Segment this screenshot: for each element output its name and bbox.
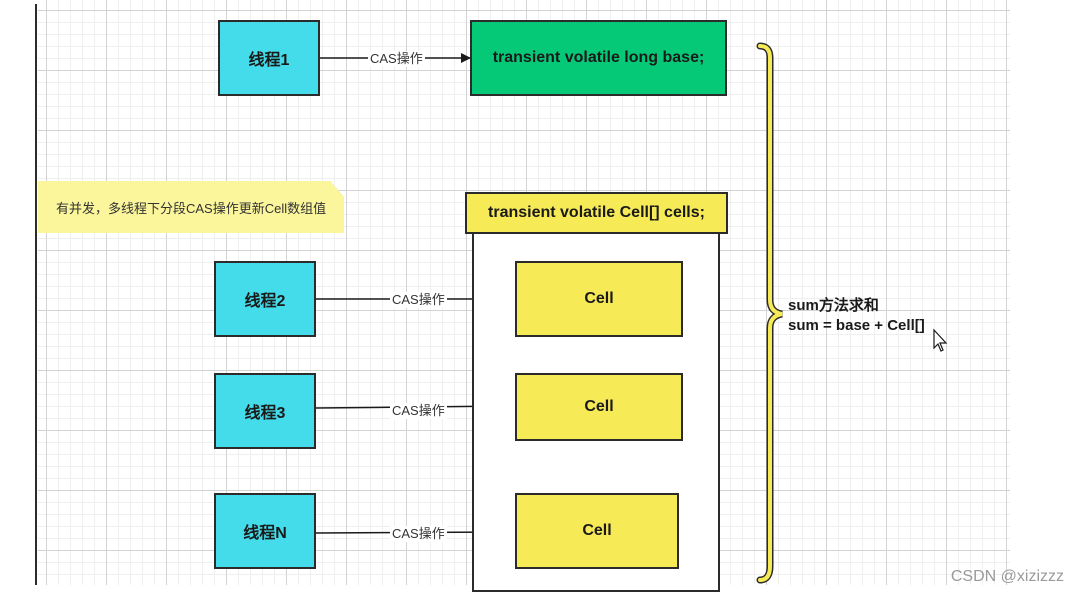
edge-label-thread2: CAS操作 bbox=[390, 292, 447, 308]
thread-2-label: 线程2 bbox=[244, 293, 286, 310]
note-text: 有并发，多线程下分段CAS操作更新Cell数组值 bbox=[56, 200, 327, 216]
thread-3-box: 线程3 bbox=[214, 373, 316, 449]
concurrency-note: 有并发，多线程下分段CAS操作更新Cell数组值 bbox=[38, 181, 344, 233]
edge-label-thread3: CAS操作 bbox=[390, 403, 447, 419]
sum-annotation: sum方法求和 sum = base + Cell[] bbox=[788, 296, 925, 336]
cell-1-label: Cell bbox=[584, 290, 614, 307]
cells-field-label: transient volatile Cell[] cells; bbox=[488, 204, 705, 221]
cell-2-label: Cell bbox=[584, 398, 614, 415]
sum-formula: sum = base + Cell[] bbox=[788, 317, 925, 334]
thread-1-label: 线程1 bbox=[248, 52, 290, 69]
base-field-label: transient volatile long base; bbox=[492, 49, 705, 66]
thread-n-label: 线程N bbox=[243, 525, 287, 542]
sum-brace-fill bbox=[758, 44, 783, 582]
left-border-line bbox=[35, 4, 37, 585]
edge-label-thread1: CAS操作 bbox=[368, 51, 425, 67]
thread-3-label: 线程3 bbox=[244, 405, 286, 422]
cell-1-box: Cell bbox=[515, 261, 683, 337]
cell-3-label: Cell bbox=[582, 522, 612, 539]
thread-2-box: 线程2 bbox=[214, 261, 316, 337]
thread-n-box: 线程N bbox=[214, 493, 316, 569]
cell-2-box: Cell bbox=[515, 373, 683, 441]
mouse-cursor-icon bbox=[933, 328, 948, 352]
base-field-box: transient volatile long base; bbox=[470, 20, 727, 96]
thread-1-box: 线程1 bbox=[218, 20, 320, 96]
sum-title: sum方法求和 bbox=[788, 297, 879, 314]
cells-field-box: transient volatile Cell[] cells; bbox=[465, 192, 728, 234]
edge-label-threadN: CAS操作 bbox=[390, 526, 447, 542]
cell-3-box: Cell bbox=[515, 493, 679, 569]
watermark: CSDN @xizizzz bbox=[950, 568, 1064, 585]
